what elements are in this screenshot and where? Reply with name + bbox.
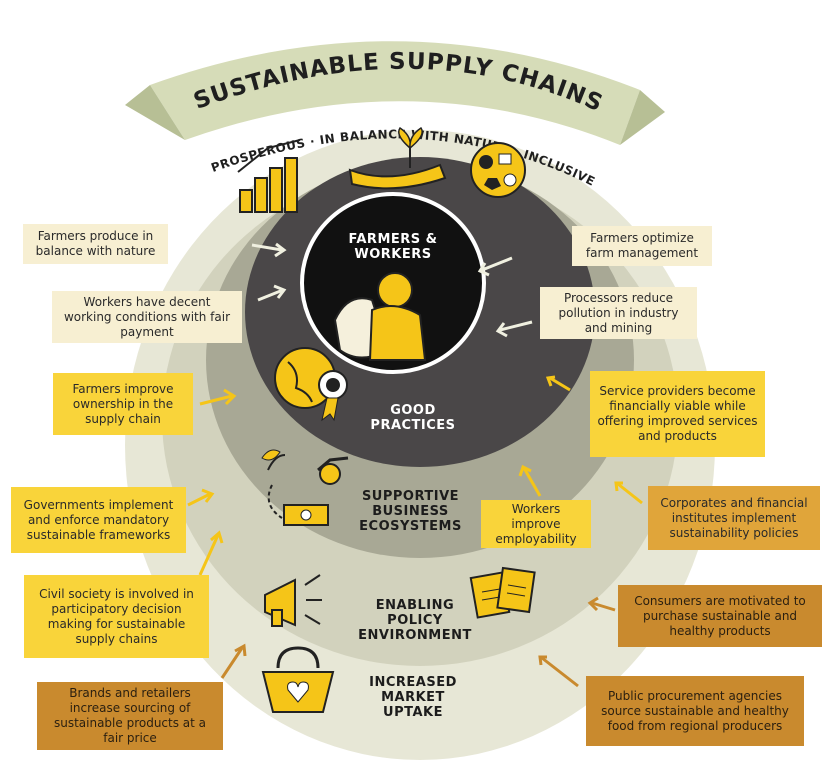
basket-heart-icon: [261, 646, 335, 713]
box-workers-decent: Workers have decent working conditions w…: [52, 291, 242, 343]
box-service-providers: Service providers become financially via…: [590, 371, 765, 457]
bar-chart-icon: [237, 139, 301, 213]
box-corporates: Corporates and financial institutes impl…: [648, 486, 820, 550]
ring-label-market: INCREASED MARKET UPTAKE: [369, 675, 457, 720]
arrows-inner: [251, 242, 533, 338]
box-governments: Governments implement and enforce mandat…: [11, 487, 186, 553]
box-farmers-balance: Farmers produce in balance with nature: [23, 224, 168, 264]
box-farmers-ownership: Farmers improve ownership in the supply …: [53, 373, 193, 435]
worker-carrying-sack-icon: [333, 272, 427, 361]
box-processors: Processors reduce pollution in industry …: [540, 287, 697, 339]
ring-label-center: FARMERS & WORKERS: [348, 232, 438, 262]
plant-money-cycle-icon: [261, 449, 349, 526]
box-consumers: Consumers are motivated to purchase sust…: [618, 585, 822, 647]
ring-label-supportive: SUPPORTIVE BUSINESS ECOSYSTEMS: [359, 489, 462, 534]
hand-plant-icon: [348, 126, 447, 190]
box-civil-society: Civil society is involved in participato…: [24, 575, 209, 658]
ring-label-policy: ENABLING POLICY ENVIRONMENT: [358, 598, 472, 643]
arrows-brown: [220, 596, 616, 688]
box-public-procurement: Public procurement agencies source susta…: [586, 676, 804, 746]
box-brands: Brands and retailers increase sourcing o…: [37, 682, 223, 750]
documents-icon: [469, 566, 536, 619]
diversity-circle-icon: [470, 142, 526, 198]
globe-badge-icon: [274, 347, 348, 422]
ring-label-good-practices: GOOD PRACTICES: [370, 403, 456, 433]
megaphone-icon: [264, 574, 322, 627]
box-farmers-optimize: Farmers optimize farm management: [572, 226, 712, 266]
box-workers-employability: Workers improve employability: [481, 500, 591, 548]
arrows-yellow: [187, 375, 643, 576]
